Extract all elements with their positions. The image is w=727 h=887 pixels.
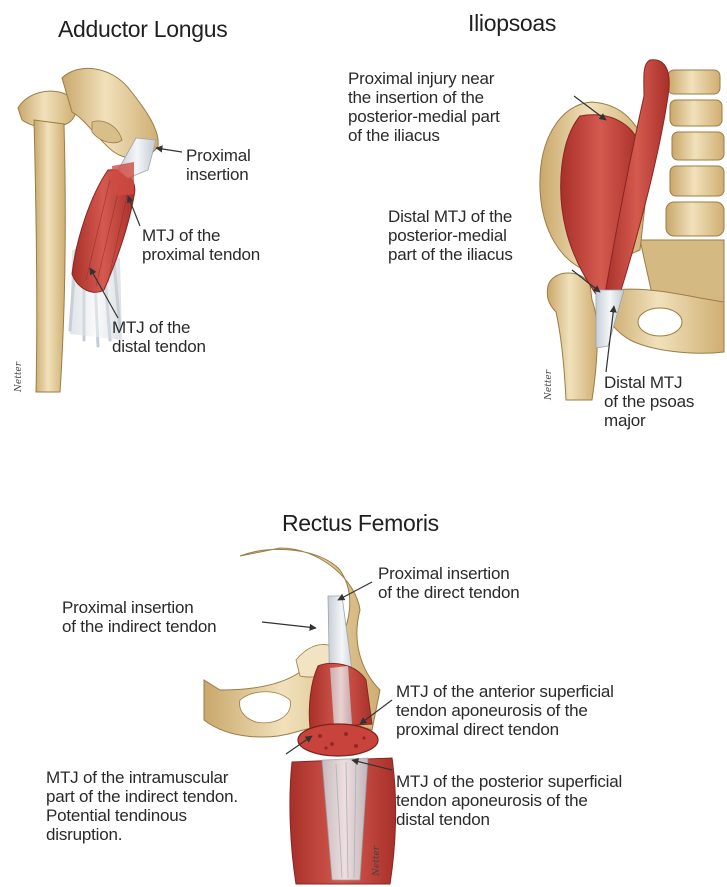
label-distal-mtj-psoas: Distal MTJ of the psoas major — [604, 373, 694, 430]
iliopsoas-figure — [540, 60, 724, 400]
label-proximal-injury: Proximal injury near the insertion of th… — [348, 69, 500, 145]
artist-signature: Netter — [372, 846, 382, 876]
label-mtj-anterior: MTJ of the anterior superficial tendon a… — [396, 682, 614, 739]
label-mtj-distal-tendon: MTJ of the distal tendon — [112, 318, 206, 356]
label-distal-mtj-iliacus: Distal MTJ of the posterior-medial part … — [388, 207, 513, 264]
arrow-prox-indirect — [262, 622, 316, 628]
label-proximal-insertion: Proximal insertion — [186, 146, 251, 184]
artist-signature: Netter — [544, 370, 554, 400]
iliopsoas-title: Iliopsoas — [468, 10, 556, 37]
arrow-proximal-insertion — [156, 148, 182, 152]
label-mtj-proximal-tendon: MTJ of the proximal tendon — [142, 226, 260, 264]
adductor-longus-title: Adductor Longus — [58, 16, 227, 43]
label-mtj-posterior: MTJ of the posterior superficial tendon … — [396, 772, 622, 829]
tendinous-disruption-zone — [298, 724, 378, 756]
label-prox-insertion-direct: Proximal insertion of the direct tendon — [378, 564, 520, 602]
artist-signature: Netter — [14, 362, 24, 392]
femur-shaft — [34, 120, 65, 392]
femur-proximal — [547, 273, 597, 400]
rectus-femoris-title: Rectus Femoris — [282, 510, 439, 537]
label-prox-insertion-indirect: Proximal insertion of the indirect tendo… — [62, 598, 216, 636]
label-mtj-intramuscular: MTJ of the intramuscular part of the ind… — [46, 768, 238, 844]
